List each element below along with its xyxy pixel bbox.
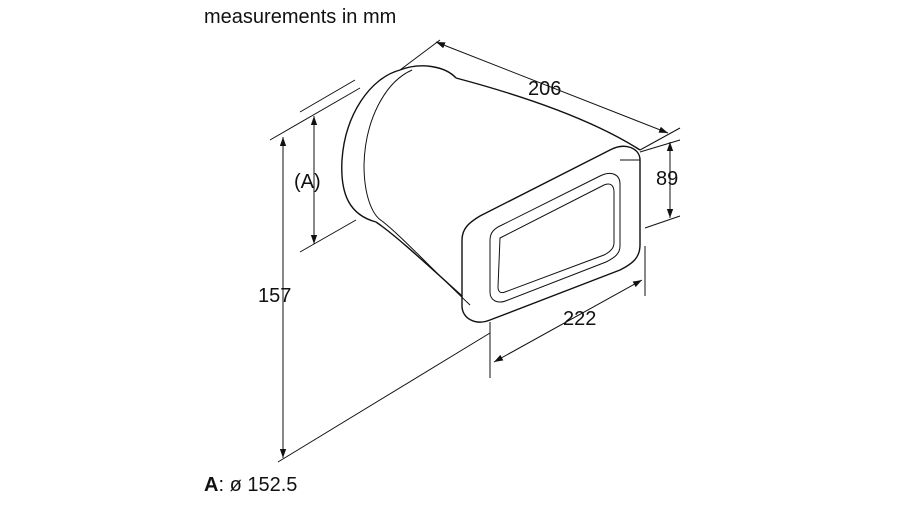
dimension-222-label: 222 bbox=[563, 308, 596, 330]
legend-text: : ø 152.5 bbox=[218, 474, 298, 496]
dimension-89-label: 89 bbox=[656, 168, 678, 190]
dimension-206-label: 206 bbox=[528, 78, 561, 100]
transition-body bbox=[375, 77, 641, 306]
dimension-a: (A) bbox=[294, 79, 357, 253]
dimension-157-label: 157 bbox=[258, 285, 291, 307]
dimension-206: 206 bbox=[399, 39, 681, 151]
dimension-a-label: (A) bbox=[294, 171, 321, 193]
dimension-89: 89 bbox=[639, 139, 681, 229]
measurements-title: measurements in mm bbox=[204, 6, 397, 28]
dimension-222: 222 bbox=[489, 246, 646, 378]
legend-key: A bbox=[204, 474, 219, 496]
round-inlet bbox=[341, 65, 457, 223]
legend: A: ø 152.5 bbox=[204, 474, 297, 497]
dimension-157: 157 bbox=[258, 87, 491, 463]
